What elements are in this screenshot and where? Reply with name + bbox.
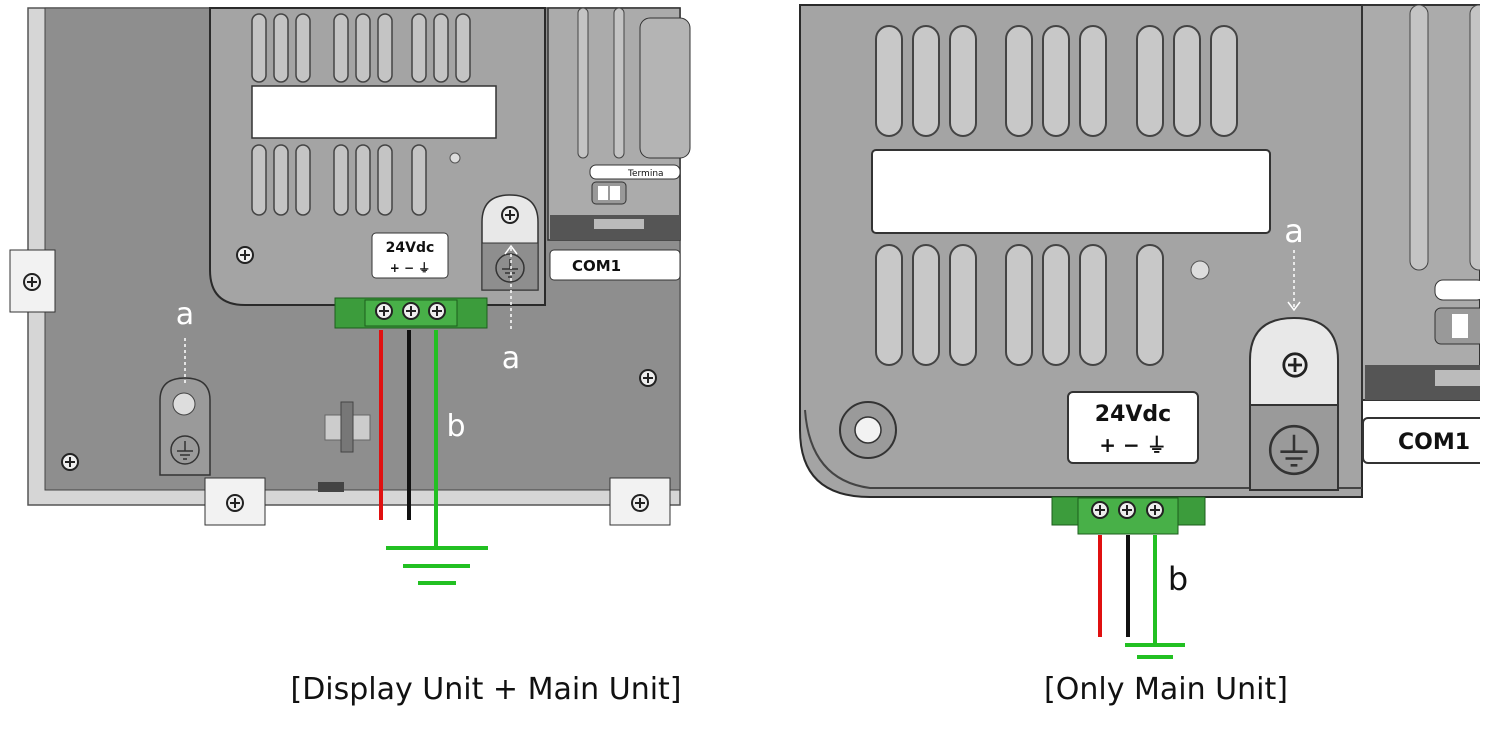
power-voltage-label: 24Vdc — [1095, 402, 1171, 427]
vent-slots — [875, 25, 1238, 366]
terminal-label: Termina — [627, 169, 664, 179]
label-a: a — [1284, 212, 1304, 250]
vent-slots — [251, 13, 471, 216]
power-label-box — [371, 232, 449, 279]
ground-screw-icon — [1282, 352, 1308, 378]
indicator-hole — [1190, 260, 1210, 280]
terminal-screw-icon — [1146, 501, 1164, 519]
terminal-screw-icon — [375, 302, 393, 320]
label-area — [251, 85, 497, 139]
dip-switch[interactable] — [591, 181, 627, 205]
label-b: b — [1168, 560, 1188, 598]
right-caption: [Only Main Unit] — [1044, 672, 1288, 707]
label-a-bracket: a — [502, 341, 520, 376]
label-b: b — [446, 409, 465, 444]
mounting-hole — [854, 416, 882, 444]
left-panel: Termina 24Vdc + − ⏚ COM1 — [9, 7, 691, 585]
screw-icon — [61, 453, 79, 471]
power-voltage-label: 24Vdc — [386, 240, 435, 256]
right-panel: 24Vdc + − ⏚ COM1 a b — [799, 0, 1495, 740]
label-area — [871, 149, 1271, 234]
com1-label: COM1 — [1398, 430, 1470, 455]
terminal-screw-icon — [1118, 501, 1136, 519]
ground-screw-icon — [501, 206, 519, 224]
terminal-screw-icon — [1091, 501, 1109, 519]
terminal-screw-icon — [402, 302, 420, 320]
power-terminal-symbols: + − ⏚ — [1099, 433, 1166, 457]
earth-ground-icon — [386, 546, 488, 585]
power-label-box — [1067, 391, 1199, 464]
screw-icon — [639, 369, 657, 387]
ground-post-bracket — [159, 377, 211, 476]
screw-icon — [236, 246, 254, 264]
screw-icon — [226, 494, 244, 512]
com1-label-box — [549, 249, 681, 281]
screw-icon — [23, 273, 41, 291]
earth-ground-icon — [1125, 643, 1185, 659]
ground-post — [172, 392, 196, 416]
screw-icon — [631, 494, 649, 512]
label-a-post: a — [176, 297, 194, 332]
left-caption: [Display Unit + Main Unit] — [290, 672, 682, 707]
terminal-screw-icon — [428, 302, 446, 320]
power-terminal-symbols: + − ⏚ — [390, 261, 430, 275]
indicator-hole — [449, 152, 461, 164]
com1-label: COM1 — [572, 257, 621, 275]
